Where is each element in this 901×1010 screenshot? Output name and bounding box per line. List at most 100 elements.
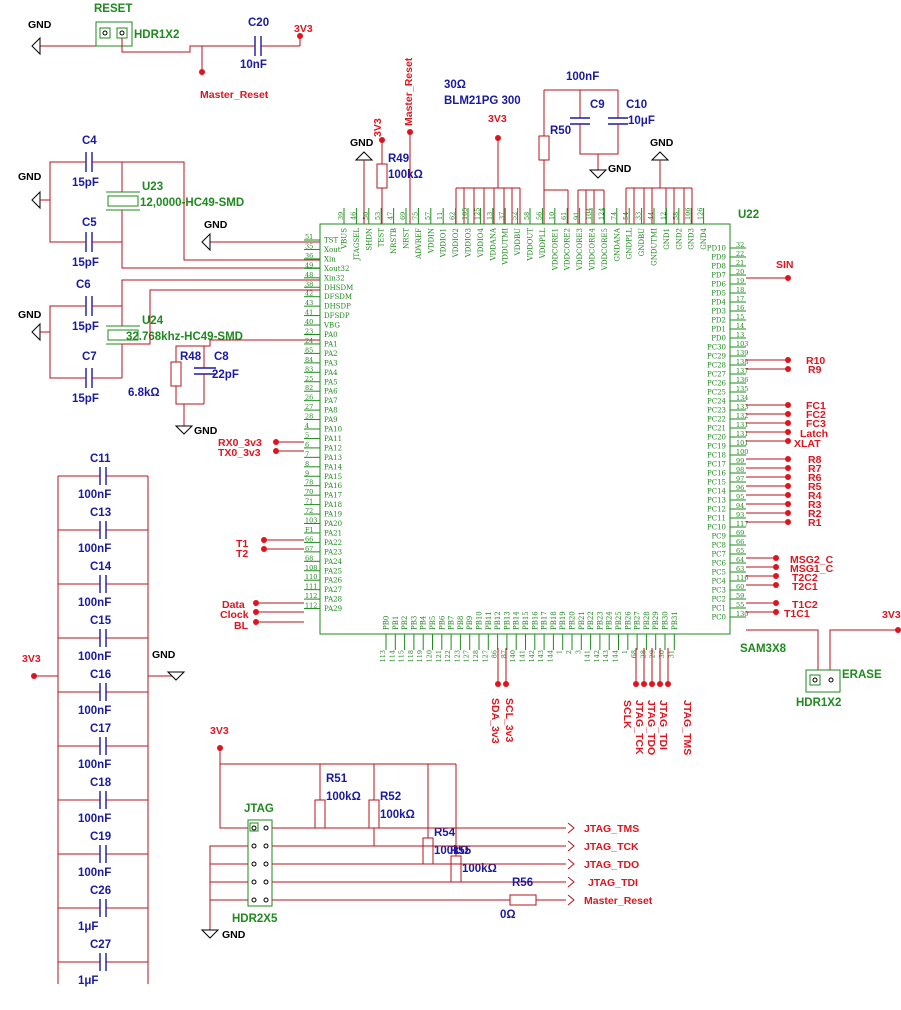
pin-number: 24 [305, 337, 313, 345]
pin-number: 2 [565, 650, 573, 654]
v3v3-label: 3V3 [372, 118, 384, 137]
pin-number: 65 [736, 547, 744, 555]
t1c1-label: T1C1 [784, 608, 810, 620]
decap-value: 100nF [78, 705, 111, 717]
pin-number: 68 [305, 554, 313, 562]
pin-name: GND4 [700, 227, 708, 249]
pin-name: PC28 [707, 362, 726, 370]
pin-number: 22 [736, 250, 744, 258]
pin-name: PB19 [559, 611, 567, 630]
pin-name: PC21 [707, 425, 726, 433]
jtag-tdi-label: JTAG_TDI [657, 700, 669, 750]
r50 [538, 135, 550, 161]
pin-number: 113 [379, 650, 387, 662]
t2-label: T2 [236, 548, 248, 560]
r52 [368, 799, 380, 829]
pin-number: 140 [509, 650, 517, 662]
pin-number: 94 [736, 502, 744, 510]
pin-number: 44 [647, 212, 655, 220]
gnd-label: GND [194, 425, 218, 437]
pin-number: 5 [305, 431, 309, 439]
pin-number: 132 [736, 412, 748, 420]
jtag-header[interactable] [247, 819, 273, 907]
pin-number: 136 [736, 376, 748, 384]
r7-label: R7 [808, 463, 822, 475]
decap-ref: C13 [90, 507, 111, 519]
pin-number: 1 [556, 650, 564, 654]
pin-name: PA24 [324, 558, 343, 566]
pin-name: PA8 [324, 407, 338, 415]
pin-name: PD10 [707, 245, 726, 253]
pin-number: 135 [736, 385, 748, 393]
pin-number: 139 [736, 349, 748, 357]
pin-number: 99 [736, 457, 744, 465]
pin-name: PB30 [662, 611, 670, 630]
gnd-label: GND [222, 929, 246, 941]
pin-name: PC22 [707, 416, 726, 424]
pin-name: PD6 [711, 281, 726, 289]
r51-value: 100kΩ [326, 791, 361, 803]
pin-number: 35 [305, 242, 313, 250]
pin-number: 7 [305, 450, 309, 458]
pin-number: 86 [491, 650, 499, 658]
r54-ref: R54 [434, 827, 456, 839]
pin-name: PC16 [707, 470, 727, 478]
pin-number: F1 [305, 526, 314, 534]
r52-value: 100kΩ [380, 809, 415, 821]
decap-value: 100nF [78, 813, 111, 825]
pin-number: 93 [736, 511, 744, 519]
pin-number: 111 [305, 583, 317, 591]
pin-number: 58 [523, 212, 531, 220]
latch-label: Latch [800, 428, 828, 440]
pin-number: 4 [305, 422, 309, 430]
pin-number: 36 [305, 252, 313, 260]
pin-number: 122 [444, 650, 452, 662]
pin-name: PA22 [324, 539, 342, 547]
pin-name: PA10 [324, 426, 342, 434]
pin-name: PA5 [324, 378, 338, 386]
pin-name: GND1 [663, 228, 671, 250]
pin-number: 26 [305, 394, 313, 402]
pin-number: 12 [659, 212, 667, 220]
t2c1-label: T2C1 [792, 581, 818, 593]
pin-number: 31 [667, 650, 675, 658]
t1-label: T1 [236, 538, 248, 550]
reset-header[interactable] [95, 21, 133, 47]
c8-ref: C8 [214, 351, 229, 363]
pin-name: PB9 [466, 616, 474, 630]
pin-name: PC1 [711, 605, 726, 613]
pin-number: 70 [305, 488, 313, 496]
r55-ref: R55 [450, 845, 472, 857]
pin-number: 13 [486, 212, 494, 220]
decap-ref: C17 [90, 723, 111, 735]
pin-name: VDDIO3 [465, 228, 473, 258]
pin-name: PA1 [324, 340, 338, 348]
pin-name: PC14 [707, 488, 727, 496]
pin-number: 8 [305, 460, 309, 468]
reset-ref: RESET [94, 3, 132, 15]
pin-number: 141 [519, 650, 527, 662]
pin-name: PC24 [707, 398, 727, 406]
pin-name: PB13 [503, 611, 511, 630]
pin-number: 18 [736, 286, 744, 294]
pin-name: Xout [324, 246, 341, 254]
pin-name: PA26 [324, 577, 343, 585]
pin-name: PA17 [324, 492, 342, 500]
pin-name: PC3 [711, 587, 726, 595]
pin-number: 50 [362, 212, 370, 220]
pin-name: PC23 [707, 407, 726, 415]
pin-name: PA4 [324, 369, 338, 377]
jtag-part: HDR2X5 [232, 913, 278, 925]
r9-label: R9 [808, 364, 822, 376]
pin-number: 127 [481, 650, 489, 662]
erase-header[interactable] [805, 669, 841, 693]
decap-ref: C14 [90, 561, 112, 573]
pin-name: Xout32 [324, 265, 349, 273]
pin-name: PB6 [438, 615, 446, 630]
pin-number: 131 [736, 421, 748, 429]
pin-name: PA13 [324, 454, 342, 462]
fc3-label: FC3 [806, 418, 826, 430]
pin-number: 137 [736, 367, 748, 375]
pin-number: 114 [388, 650, 396, 662]
